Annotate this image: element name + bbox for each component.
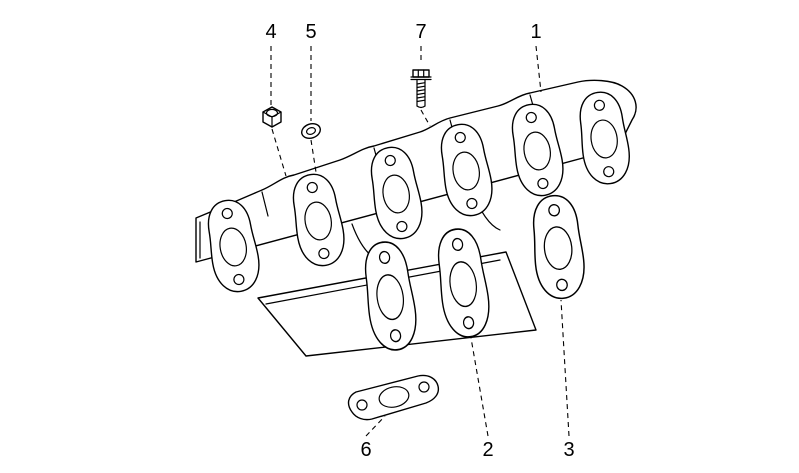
leader-line-6 (365, 415, 386, 437)
callout-1-label: 1 (530, 21, 541, 43)
callout-5-label: 5 (305, 21, 316, 43)
leader-line-7b (420, 109, 431, 127)
callout-6-label: 6 (360, 439, 371, 461)
right-gasket (527, 192, 589, 302)
part-bolt (410, 69, 432, 109)
leader-line-1 (535, 45, 542, 93)
part-right-gasket (527, 192, 589, 302)
leader-lines (270, 45, 570, 437)
leader-line-3 (560, 299, 570, 437)
part-bottom-gasket (347, 374, 440, 421)
leader-line-2 (470, 337, 489, 437)
callout-4-label: 4 (265, 21, 276, 43)
part-washer (301, 123, 321, 139)
leader-line-4b (271, 128, 287, 177)
part-hex-nut (262, 106, 282, 128)
callout-2-label: 2 (482, 439, 493, 461)
callout-7-label: 7 (415, 21, 426, 43)
callout-3-label: 3 (563, 439, 574, 461)
callout-labels: 4 5 7 1 6 2 3 (265, 21, 574, 461)
leader-line-5b (310, 139, 317, 173)
